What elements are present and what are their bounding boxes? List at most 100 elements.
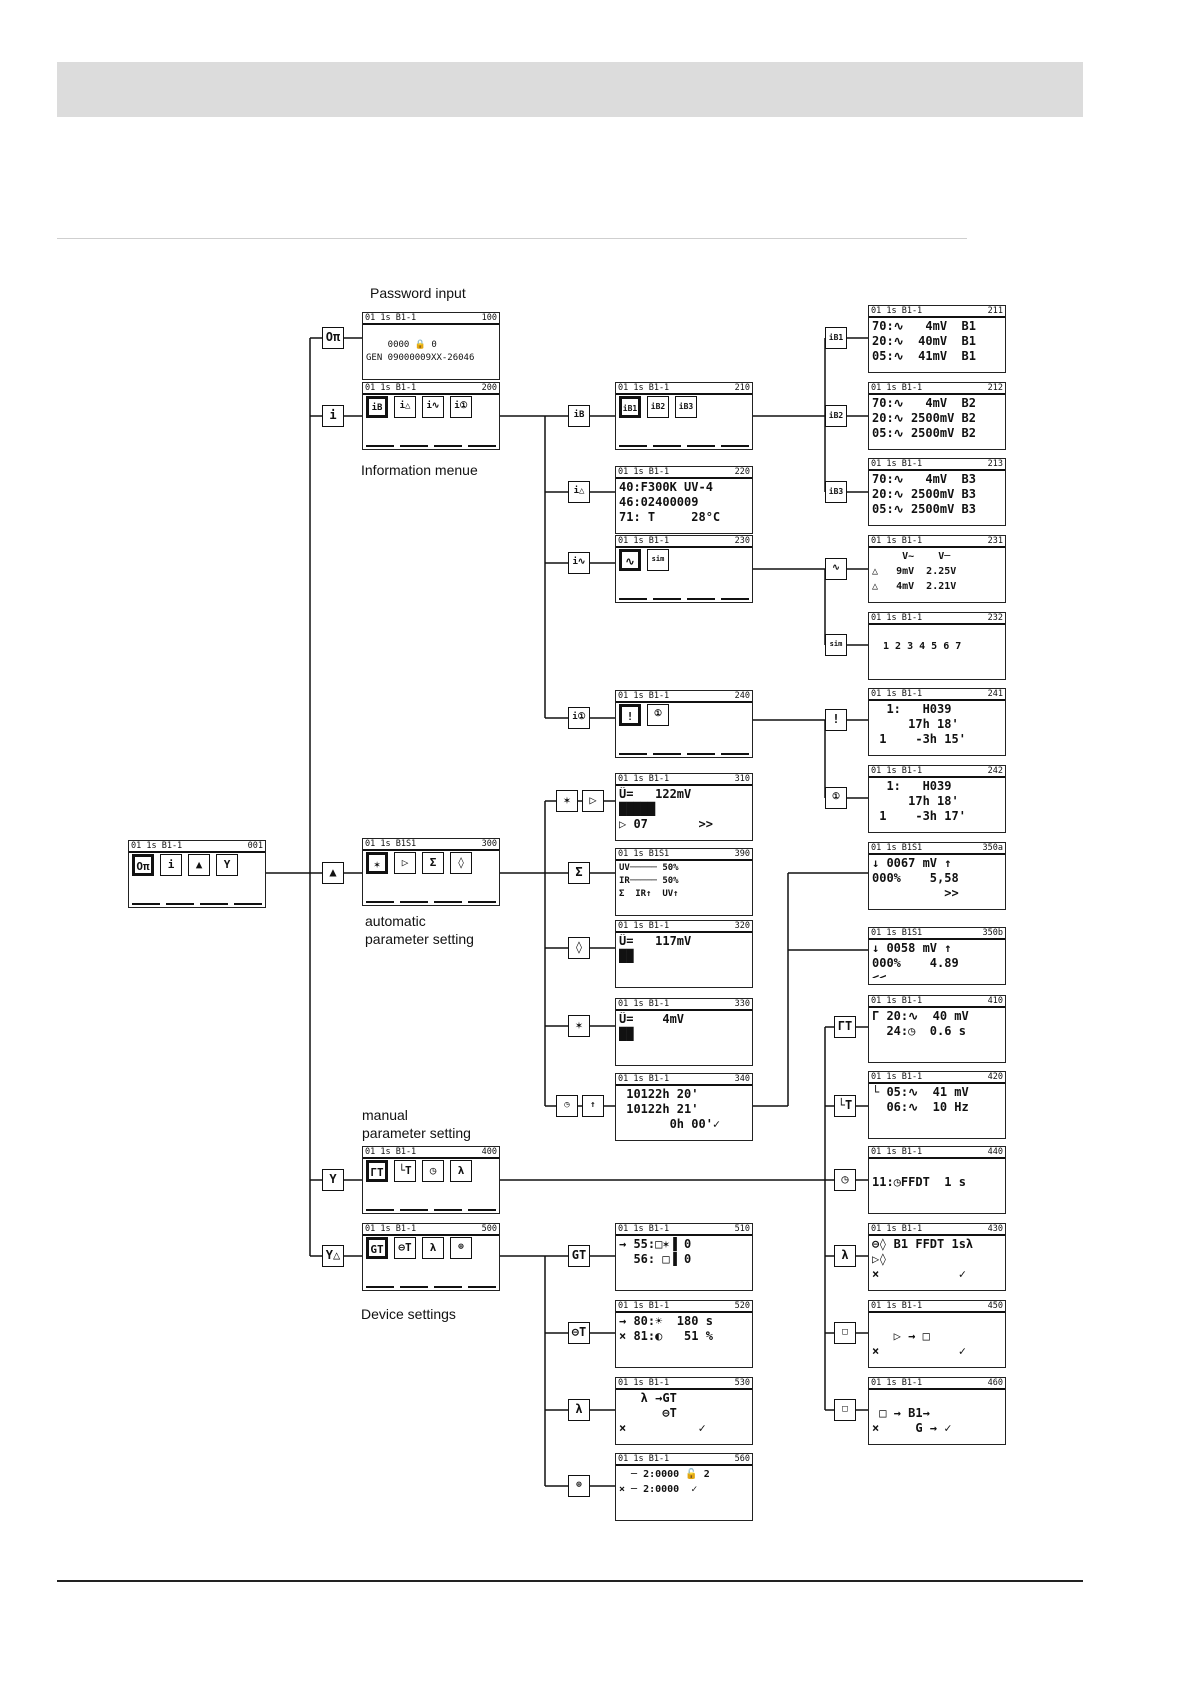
hand-tool-icon[interactable]: Y (216, 854, 238, 876)
info-signal-icon[interactable]: i∿ (568, 552, 590, 574)
burner-2-icon[interactable]: iB2 (825, 405, 847, 427)
key-icon[interactable]: Oπ (132, 854, 154, 876)
graduation-cap-icon[interactable]: ▲ (188, 854, 210, 876)
screen-title: 01 1s B1-1 (618, 774, 670, 784)
signal-wave-icon[interactable]: ∿ (619, 549, 641, 571)
info-icon[interactable]: i (322, 405, 344, 427)
burner-3-icon[interactable]: iB3 (825, 481, 847, 503)
sparkle-icon[interactable]: ✶ (556, 790, 578, 812)
screen-title: 01 1s B1S1 (871, 843, 923, 853)
info-signal-icon[interactable]: i∿ (422, 396, 444, 418)
play-icon[interactable]: ▷ (394, 852, 416, 874)
clock-icon[interactable]: ◷ (834, 1169, 856, 1191)
threshold-down-icon[interactable]: └T (834, 1095, 856, 1117)
burner-2-icon[interactable]: iB2 (647, 396, 669, 418)
sigma-icon[interactable]: Σ (422, 852, 444, 874)
hand-tool-icon[interactable]: Y (322, 1169, 344, 1191)
info-error-icon[interactable]: i① (450, 396, 472, 418)
screen-title: 01 1s B1-1 (131, 841, 183, 851)
info-device-icon[interactable]: i△ (394, 396, 416, 418)
info-burner-icon[interactable]: iB (366, 396, 388, 418)
g-tool-icon[interactable]: GT (568, 1245, 590, 1267)
sparkle-icon[interactable]: ✶ (366, 852, 388, 874)
password-reset-icon[interactable]: ⊕ (568, 1475, 590, 1497)
burner-3-icon[interactable]: iB3 (675, 396, 697, 418)
flame-range-icon[interactable]: ◊ (568, 937, 590, 959)
screen-id: 410 (987, 996, 1003, 1006)
clock-icon[interactable]: ◷ (422, 1160, 444, 1182)
info-icon[interactable]: i (160, 854, 182, 876)
sparkle-range-icon[interactable]: ✶ (568, 1015, 590, 1037)
save-to-icon[interactable]: □ (834, 1322, 856, 1344)
password-reset-icon[interactable]: ⊕ (450, 1237, 472, 1259)
error-icon[interactable]: ! (825, 709, 847, 731)
lambda-device-icon[interactable]: λ (422, 1237, 444, 1259)
flame-range-icon[interactable]: ◊ (450, 852, 472, 874)
info-burner-icon[interactable]: iB (568, 405, 590, 427)
signal-wave-icon[interactable]: ∿ (825, 558, 847, 580)
key-icon[interactable]: Oπ (322, 327, 344, 349)
gauge-icon[interactable]: ↑ (582, 1095, 604, 1117)
error-icon[interactable]: ! (619, 704, 641, 726)
timer-icon[interactable]: ◷ (556, 1095, 578, 1117)
minus-tool-icon[interactable]: ⊖T (568, 1322, 590, 1344)
threshold-down-icon[interactable]: └T (394, 1160, 416, 1182)
sim-bars-icon[interactable]: sim (825, 634, 847, 656)
info-error-icon[interactable]: i① (568, 707, 590, 729)
device-tool-icon[interactable]: Y△ (322, 1245, 344, 1267)
screen-body: ⊖◊ B1 FFDT 1sλ ▷◊ × ✓ (872, 1237, 974, 1281)
burner-1-icon[interactable]: iB1 (619, 396, 641, 418)
threshold-up-icon[interactable]: ΓT (366, 1160, 388, 1182)
graduation-cap-icon[interactable]: ▲ (322, 862, 344, 884)
threshold-up-icon[interactable]: ΓT (834, 1016, 856, 1038)
screen-title: 01 1s B1-1 (365, 383, 417, 393)
play-icon[interactable]: ▷ (582, 790, 604, 812)
g-tool-icon[interactable]: GT (366, 1237, 388, 1259)
lambda-device-icon[interactable]: λ (568, 1399, 590, 1421)
burner-1-icon[interactable]: iB1 (825, 327, 847, 349)
error-history-icon[interactable]: ① (647, 704, 669, 726)
minus-tool-icon[interactable]: ⊖T (394, 1237, 416, 1259)
info-device-icon[interactable]: i△ (568, 481, 590, 503)
sigma-icon[interactable]: Σ (568, 862, 590, 884)
lambda-icon[interactable]: λ (834, 1245, 856, 1267)
error-history-icon[interactable]: ① (825, 787, 847, 809)
lambda-icon[interactable]: λ (450, 1160, 472, 1182)
sim-bars-icon[interactable]: sim (647, 549, 669, 571)
save-from-icon[interactable]: □ (834, 1399, 856, 1421)
